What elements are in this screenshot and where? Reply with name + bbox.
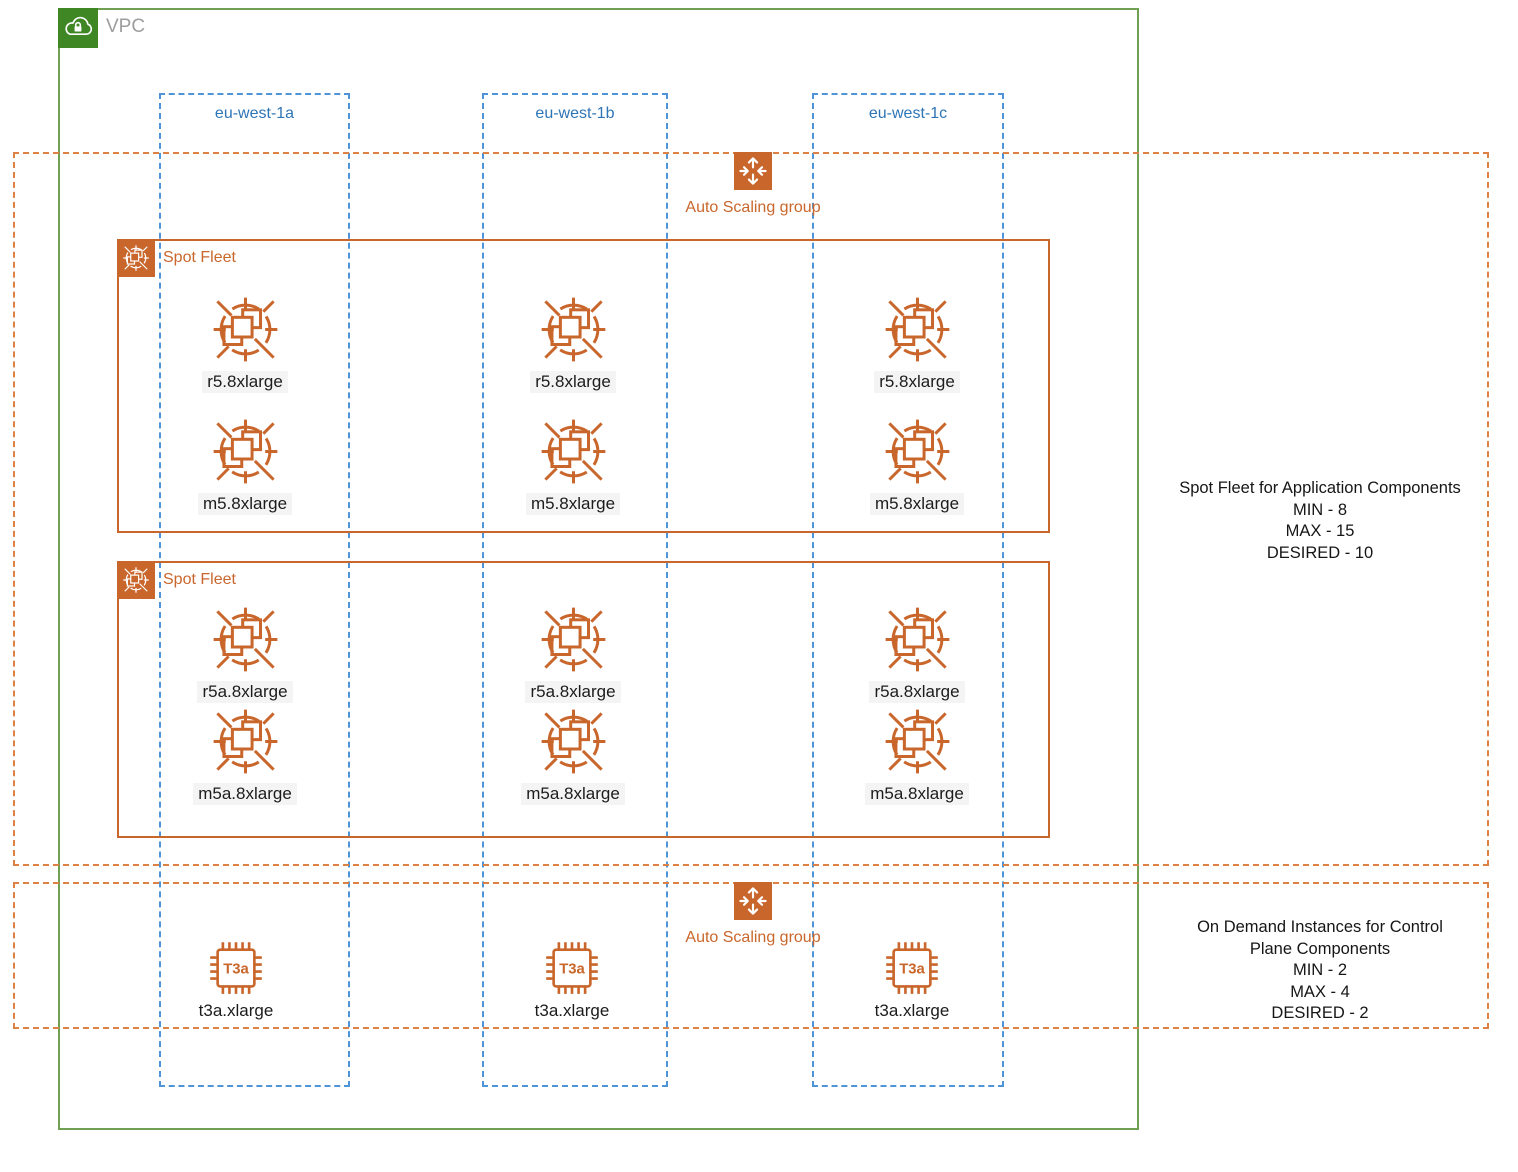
vpc-icon [58,8,98,48]
instance-type-label: m5.8xlarge [869,493,965,515]
ec2-spot-instance-icon [883,708,951,775]
vpc-boundary [58,8,1139,1130]
ec2-spot-instance-icon [539,418,607,485]
instance-type-label: m5a.8xlarge [521,783,625,805]
spot-instance-cell: r5.8xlarge [155,292,335,393]
spot-fleet-label: Spot Fleet [163,571,236,588]
vpc-label: VPC [106,16,146,37]
az-eu-west-1c: eu-west-1c [812,93,1004,1087]
annotation-line: Plane Components [1249,939,1391,958]
instance-type-label: r5.8xlarge [202,371,288,393]
auto-scaling-group-icon [734,152,772,190]
ec2-spot-instance-icon [883,418,951,485]
annotation-line: MIN - 2 [1292,961,1348,979]
az-eu-west-1b: eu-west-1b [482,93,668,1087]
instance-type-label: r5.8xlarge [874,371,960,393]
ondemand-annotation: On Demand Instances for Control Plane Co… [1150,917,1490,1025]
auto-scaling-group-label: Auto Scaling group [685,199,821,216]
ec2-spot-instance-icon [211,708,279,775]
t3a-chip-icon [208,940,264,996]
az-label: eu-west-1c [868,105,948,122]
az-label: eu-west-1b [535,105,615,122]
t3a-instance-cell: t3a.xlarge [146,940,326,1022]
annotation-line: DESIRED - 2 [1271,1004,1369,1022]
t3a-instance-cell: t3a.xlarge [822,940,1002,1022]
annotation-line: DESIRED - 10 [1266,543,1374,562]
spot-fleet-label: Spot Fleet [163,249,236,266]
spot-instance-cell: m5.8xlarge [155,414,335,515]
annotation-line: MAX - 4 [1290,982,1350,1001]
instance-type-label: m5a.8xlarge [865,783,969,805]
spot-instance-cell: m5.8xlarge [483,414,663,515]
az-eu-west-1a: eu-west-1a [159,93,350,1087]
spot-instance-cell: m5a.8xlarge [483,704,663,805]
instance-type-label: t3a.xlarge [198,1001,274,1020]
spot-instance-cell: r5a.8xlarge [483,602,663,703]
spot-instance-cell: r5a.8xlarge [827,602,1007,703]
spot-fleet-annotation: Spot Fleet for Application Components MI… [1150,478,1490,564]
t3a-chip-icon [544,940,600,996]
instance-type-label: t3a.xlarge [874,1001,950,1020]
spot-fleet-icon [117,239,155,277]
ec2-spot-instance-icon [211,296,279,363]
auto-scaling-group-icon [734,882,772,920]
ec2-spot-instance-icon [539,296,607,363]
spot-fleet-icon [117,561,155,599]
ec2-spot-instance-icon [211,418,279,485]
ec2-spot-instance-icon [211,606,279,673]
instance-type-label: t3a.xlarge [534,1001,610,1020]
instance-type-label: m5a.8xlarge [193,783,297,805]
instance-type-label: r5a.8xlarge [197,681,293,703]
instance-type-label: r5.8xlarge [530,371,616,393]
spot-instance-cell: m5a.8xlarge [155,704,335,805]
spot-fleet-2-boundary [117,561,1050,838]
annotation-line: MAX - 15 [1285,522,1355,540]
ec2-spot-instance-icon [883,296,951,363]
az-label: eu-west-1a [214,105,295,122]
spot-instance-cell: r5.8xlarge [827,292,1007,393]
instance-type-label: m5.8xlarge [525,493,621,515]
t3a-instance-cell: t3a.xlarge [482,940,662,1022]
annotation-line: MIN - 8 [1292,500,1348,519]
auto-scaling-group-label: Auto Scaling group [685,929,821,946]
t3a-chip-icon [884,940,940,996]
spot-instance-cell: m5.8xlarge [827,414,1007,515]
instance-type-label: r5a.8xlarge [525,681,621,703]
instance-type-label: m5.8xlarge [197,493,293,515]
ec2-spot-instance-icon [539,606,607,673]
annotation-line: On Demand Instances for Control [1197,918,1443,936]
ec2-spot-instance-icon [539,708,607,775]
spot-fleet-1-boundary [117,239,1050,533]
ec2-spot-instance-icon [883,606,951,673]
annotation-line: Spot Fleet for Application Components [1179,479,1461,497]
instance-type-label: r5a.8xlarge [869,681,965,703]
spot-instance-cell: m5a.8xlarge [827,704,1007,805]
spot-instance-cell: r5.8xlarge [483,292,663,393]
spot-instance-cell: r5a.8xlarge [155,602,335,703]
